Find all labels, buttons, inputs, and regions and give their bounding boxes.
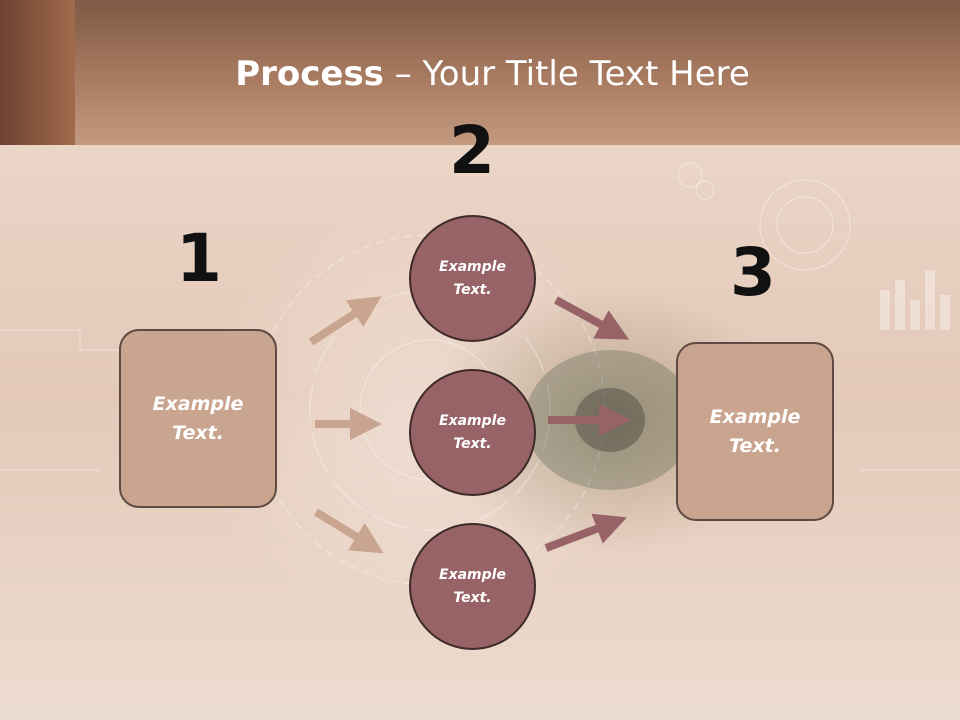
step-number-1: 1 xyxy=(176,220,222,297)
step-number-3: 3 xyxy=(730,234,776,311)
step-circle-middle-text: Example Text. xyxy=(439,412,506,452)
step-box-3: Example Text. xyxy=(676,342,834,521)
slide-title-bold: Process xyxy=(235,54,384,94)
step-circle-top: Example Text. xyxy=(409,215,536,342)
step-box-1-text: Example Text. xyxy=(152,392,244,444)
step-circle-middle: Example Text. xyxy=(409,369,536,496)
arrow-bottom-to-box xyxy=(544,513,627,552)
arrow-to-top-circle xyxy=(308,296,382,346)
arrow-top-to-box xyxy=(554,296,630,340)
step-circle-bottom: Example Text. xyxy=(409,523,536,650)
slide-title-rest: – Your Title Text Here xyxy=(383,54,750,94)
step-circle-top-text: Example Text. xyxy=(439,258,506,298)
title-banner-accent xyxy=(0,0,75,145)
arrow-to-bottom-circle xyxy=(313,508,384,554)
step-box-1: Example Text. xyxy=(119,329,277,508)
step-circle-bottom-text: Example Text. xyxy=(439,566,506,606)
step-box-3-text: Example Text. xyxy=(709,405,801,457)
title-banner xyxy=(0,0,960,145)
slide-title: Process – Your Title Text Here xyxy=(0,52,960,96)
step-number-2: 2 xyxy=(449,112,495,189)
